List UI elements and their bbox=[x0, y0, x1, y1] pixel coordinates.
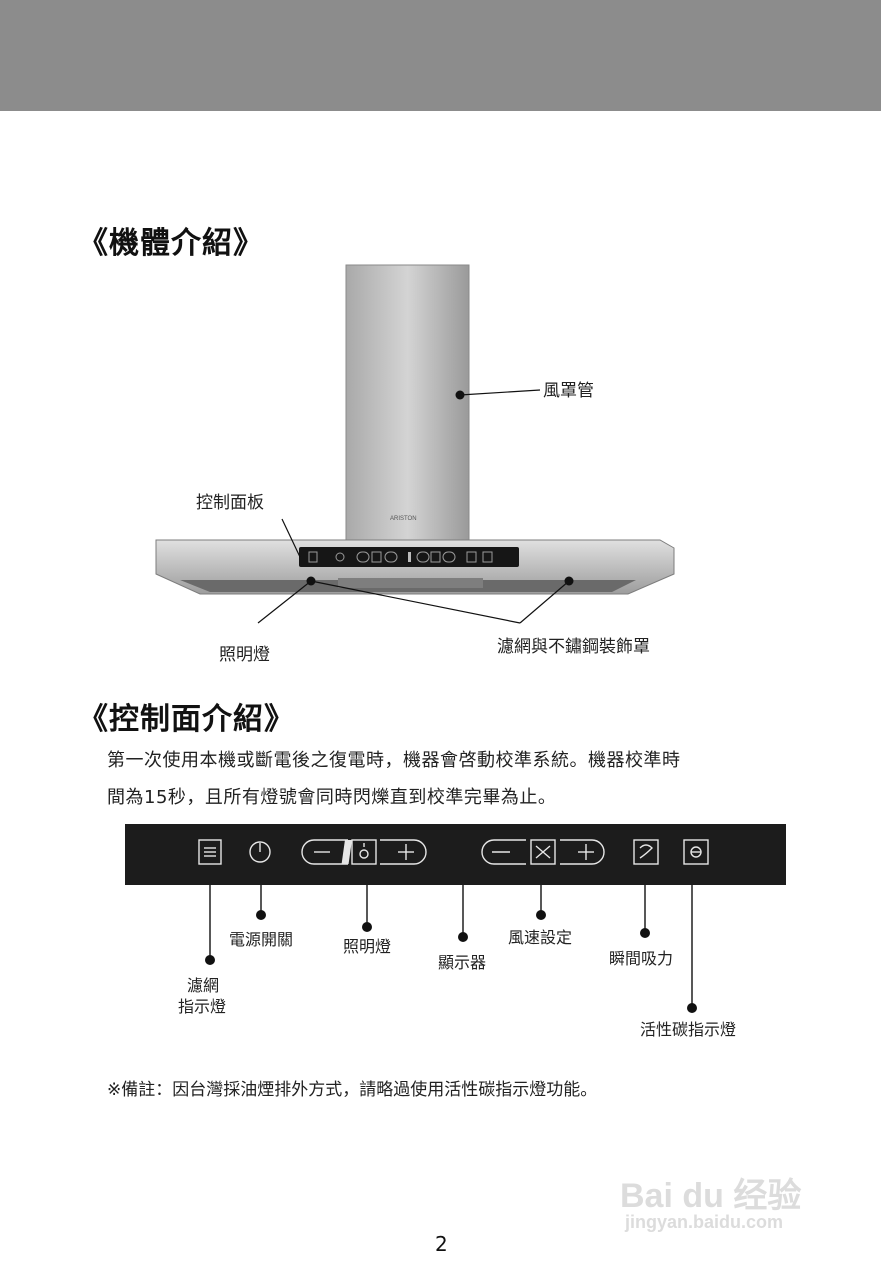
filter-indicator-icon bbox=[198, 839, 222, 865]
section-title-body: 《機體介紹》 bbox=[78, 226, 264, 261]
page-number: 2 bbox=[435, 1232, 448, 1256]
hood-canopy bbox=[155, 539, 675, 595]
section-title-control: 《控制面介紹》 bbox=[78, 702, 295, 737]
carbon-indicator-icon bbox=[683, 839, 709, 865]
watermark-brand: Bai du 经验 bbox=[620, 1177, 802, 1215]
intro-line-2: 間為15秒，且所有燈號會同時閃爍直到校準完畢為止。 bbox=[107, 787, 557, 808]
filter-indicator-marker bbox=[205, 955, 215, 965]
power-icon bbox=[249, 841, 271, 863]
brand-logo: ARISTON bbox=[390, 516, 417, 522]
note-text: ※備註：因台灣採油煙排外方式，請略過使用活性碳指示燈功能。 bbox=[107, 1080, 598, 1100]
label-boost: 瞬間吸力 bbox=[609, 949, 674, 968]
control-panel-strip bbox=[125, 824, 786, 885]
label-filter-indicator-1: 濾網 bbox=[187, 976, 220, 995]
boost-marker bbox=[640, 928, 650, 938]
light-plus-icon bbox=[380, 839, 427, 865]
label-filter-indicator-2: 指示燈 bbox=[178, 997, 227, 1016]
carbon-indicator-marker bbox=[687, 1003, 697, 1013]
label-display: 顯示器 bbox=[438, 953, 487, 972]
display-digit-icon bbox=[341, 840, 352, 864]
light-control-marker bbox=[362, 922, 372, 932]
hood-duct: ARISTON bbox=[345, 264, 470, 541]
label-control-panel: 控制面板 bbox=[196, 493, 264, 513]
intro-line-1: 第一次使用本機或斷電後之復電時，機器會啓動校準系統。機器校準時 bbox=[107, 750, 681, 771]
leader-lines bbox=[257, 389, 570, 624]
range-hood-illustration: ARISTON bbox=[155, 264, 675, 624]
light-icon bbox=[351, 839, 377, 865]
duct-marker bbox=[455, 390, 465, 400]
fan-icon bbox=[530, 839, 556, 865]
label-fan-speed: 風速設定 bbox=[508, 928, 573, 947]
label-filter-cover: 濾網與不鏽鋼裝飾罩 bbox=[497, 637, 650, 657]
label-carbon-indicator: 活性碳指示燈 bbox=[640, 1020, 737, 1039]
filter-marker bbox=[564, 576, 574, 586]
display-marker bbox=[458, 932, 468, 942]
fan-minus-icon bbox=[481, 839, 526, 865]
boost-icon bbox=[633, 839, 659, 865]
power-marker bbox=[256, 910, 266, 920]
fan-plus-icon bbox=[560, 839, 605, 865]
light-marker bbox=[306, 576, 316, 586]
label-light-control: 照明燈 bbox=[343, 937, 392, 956]
header-bar bbox=[0, 0, 881, 111]
light-minus-icon bbox=[301, 839, 348, 865]
label-light: 照明燈 bbox=[219, 645, 270, 665]
fan-speed-marker bbox=[536, 910, 546, 920]
label-duct: 風罩管 bbox=[543, 381, 594, 401]
label-power-switch: 電源開關 bbox=[229, 930, 294, 949]
watermark-url: jingyan.baidu.com bbox=[625, 1212, 784, 1232]
